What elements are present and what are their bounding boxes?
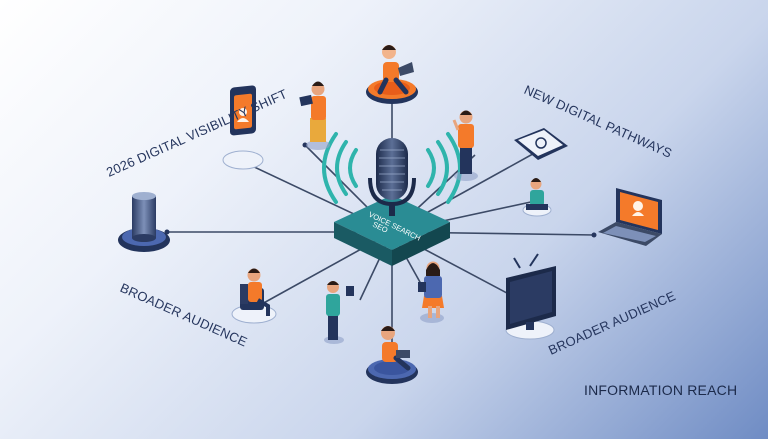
tablet-icon [514, 128, 568, 160]
microphone-icon [368, 138, 416, 216]
person-with-laptop-top [366, 45, 418, 104]
person-with-tablet [299, 81, 330, 150]
smart-speaker-icon [118, 192, 170, 252]
hub-top-face [334, 195, 450, 250]
person-standing [452, 110, 478, 181]
hub-left-face [334, 222, 392, 266]
person-with-phone [324, 281, 354, 344]
smartphone-icon [222, 85, 264, 170]
label-corner: INFORMATION REACH [584, 382, 738, 398]
sound-waves-icon [322, 132, 462, 204]
person-with-laptop-bottom [366, 326, 418, 384]
voice-search-hub: VOICE SEARCH SEO [334, 195, 450, 266]
person-standing-woman [418, 261, 444, 323]
person-seated-reading [522, 178, 552, 217]
person-seated-chair [231, 268, 277, 324]
hub-right-face [392, 222, 450, 266]
laptop-icon [598, 188, 662, 246]
tv-icon [505, 253, 556, 340]
